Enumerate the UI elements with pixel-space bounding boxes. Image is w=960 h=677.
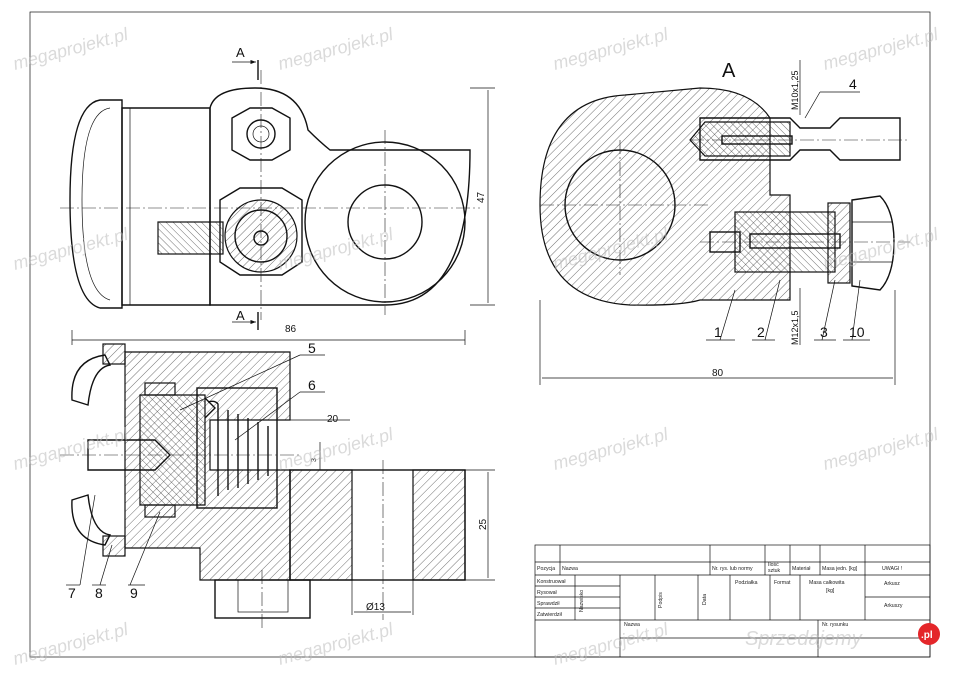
hex-center [219, 187, 303, 276]
balloon-2: 2 [757, 324, 765, 340]
tb-sztuk: sztuk [768, 568, 781, 574]
tb-podpis: Podpis [658, 592, 664, 608]
watermark-text-4: megaprojekt.pl [821, 24, 941, 74]
balloon-9: 9 [130, 585, 138, 601]
title-block [534, 544, 931, 658]
tb-ilosc: Ilość [768, 562, 779, 568]
tb-zatwierdzil: Zatwierdził [537, 612, 563, 618]
dim-front-small: 3 [311, 458, 318, 462]
svg-text:.pl: .pl [921, 630, 933, 641]
balloon-4: 4 [849, 76, 857, 92]
tb-uwagi: UWAGI ! [882, 566, 902, 572]
watermark-text-12: megaprojekt.pl [821, 424, 941, 474]
watermark-text-11: megaprojekt.pl [551, 424, 671, 474]
drawing-frame [29, 11, 931, 658]
front-section-view [60, 343, 495, 630]
balloon-8: 8 [95, 585, 103, 601]
watermark-text-15: megaprojekt.pl [551, 619, 671, 669]
watermark-text-10: megaprojekt.pl [276, 424, 396, 474]
tb-nr-rysunku: Nr. rysunku [822, 622, 848, 628]
cap-outline [69, 99, 123, 309]
watermark-text-2: megaprojekt.pl [276, 24, 396, 74]
dim-thread-top: M10x1,25 [790, 70, 800, 110]
dim-front-width: 20 [327, 414, 339, 425]
watermark-text-13: megaprojekt.pl [11, 619, 131, 669]
top-view [60, 59, 495, 330]
dim-top-width: 86 [285, 324, 297, 335]
brand-logo: Sprzedajemy .pl [745, 623, 940, 650]
body-outline [121, 107, 211, 306]
svg-text:Sprzedajemy: Sprzedajemy [745, 628, 863, 650]
tb-nazwa: Nazwa [562, 566, 578, 572]
tb-pozycja: Pozycja [537, 566, 555, 572]
view-mark-top: A [236, 45, 245, 60]
housing-outline [209, 87, 471, 306]
balloon-10: 10 [849, 324, 865, 340]
watermark-text-3: megaprojekt.pl [551, 24, 671, 74]
tb-arkusz: Arkusz [884, 581, 900, 587]
watermark-text-1: megaprojekt.pl [11, 24, 131, 74]
balloon-1: 1 [714, 324, 722, 340]
tb-nazwisko: Nazwisko [579, 590, 585, 612]
balloon-3: 3 [820, 324, 828, 340]
balloon-6: 6 [308, 377, 316, 393]
tb-podzialka: Podziałka [735, 580, 758, 586]
tb-masa-unit: [kg] [826, 588, 835, 594]
section-a-view [539, 60, 910, 385]
dim-front-height: 25 [478, 518, 489, 530]
dim-right-width: 80 [712, 368, 724, 379]
hex-nut-top [231, 107, 291, 161]
tb-konstruowal: Konstruował [537, 579, 566, 585]
tb-nr-rys: Nr. rys. lub normy [712, 566, 753, 572]
balloon-5: 5 [308, 340, 316, 356]
balloon-7: 7 [68, 585, 76, 601]
tb-sprawdzil: Sprawdził [537, 601, 560, 607]
side-pipe [157, 221, 224, 255]
tb-data: Data [702, 594, 708, 605]
tb-material: Materiał [792, 566, 811, 572]
dim-thread-bottom: M12x1,5 [790, 310, 800, 345]
tb-format: Format [774, 580, 791, 586]
section-title: A [722, 60, 736, 82]
view-mark-bottom: A [236, 308, 245, 323]
tb-arkuszy: Arkuszy [884, 603, 903, 609]
tb-masa-calkowita: Masa całkowita [809, 580, 845, 586]
dim-bore: Ø13 [366, 602, 385, 613]
tb-rysowal: Rysował [537, 590, 557, 596]
brand-badge [918, 623, 940, 645]
watermark-text-14: megaprojekt.pl [276, 619, 396, 669]
tb-masa-jedn: Masa jedn. [kg] [822, 566, 858, 572]
watermark-text-9: megaprojekt.pl [11, 424, 131, 474]
dim-top-height: 47 [476, 191, 487, 203]
front-leaders [66, 354, 325, 586]
tb-nazwa2: Nazwa [624, 622, 640, 628]
watermark-layer: megaprojekt.pl megaprojekt.pl megaprojek… [11, 24, 941, 669]
